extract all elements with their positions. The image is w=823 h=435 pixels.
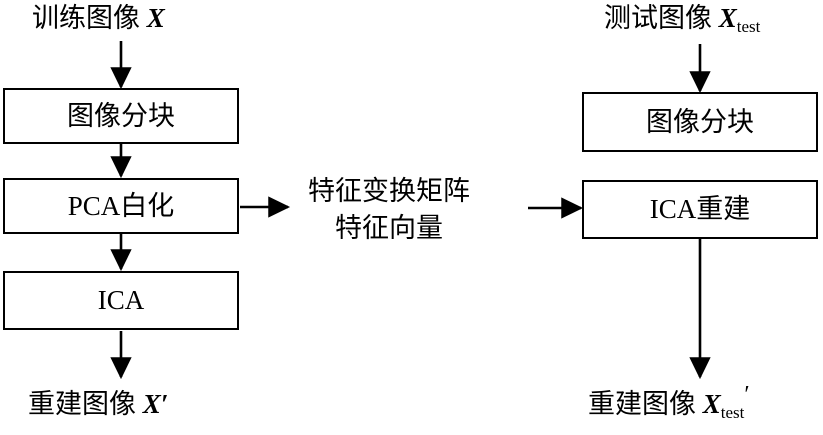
reconstructed-image-label-left-var: X	[142, 389, 161, 419]
box-left-pca-whitening[interactable]: PCA白化	[3, 178, 239, 234]
feature-transform-matrix-line: 特征变换矩阵	[308, 176, 470, 206]
reconstructed-image-label-right: 重建图像 Xtest′	[588, 383, 750, 421]
test-image-label-sub: test	[736, 17, 761, 36]
box-left-ica-label: ICA	[97, 285, 145, 315]
box-left-pca-whitening-label: PCA白化	[67, 190, 175, 221]
train-image-label: 训练图像 X	[32, 5, 165, 32]
reconstructed-image-label-left-prime: ′	[160, 389, 169, 419]
reconstructed-image-label-left-cn: 重建图像	[28, 389, 136, 419]
box-left-image-patching-label: 图像分块	[67, 100, 175, 131]
train-image-label-cn: 训练图像	[32, 3, 140, 33]
box-right-ica-reconstruction-label: ICA重建	[649, 194, 751, 224]
reconstructed-image-label-left: 重建图像 X′	[28, 391, 168, 418]
feature-vector-line: 特征向量	[335, 213, 443, 244]
feature-transform-text: 特征变换矩阵 特征向量	[294, 173, 484, 248]
box-right-image-patching-label: 图像分块	[646, 106, 754, 137]
box-right-ica-reconstruction[interactable]: ICA重建	[582, 180, 818, 239]
box-right-image-patching[interactable]: 图像分块	[582, 92, 818, 152]
reconstructed-image-label-right-var: X	[702, 389, 721, 419]
test-image-label: 测试图像 Xtest	[604, 3, 760, 36]
test-image-label-var: X	[718, 3, 737, 33]
reconstructed-image-label-right-sub: test	[720, 403, 745, 422]
train-image-label-var: X	[146, 3, 165, 33]
box-left-ica[interactable]: ICA	[3, 271, 239, 330]
reconstructed-image-label-right-cn: 重建图像	[588, 389, 696, 419]
reconstructed-image-label-right-prime: ′	[744, 382, 750, 408]
box-left-image-patching[interactable]: 图像分块	[3, 88, 239, 144]
test-image-label-cn: 测试图像	[604, 3, 712, 33]
